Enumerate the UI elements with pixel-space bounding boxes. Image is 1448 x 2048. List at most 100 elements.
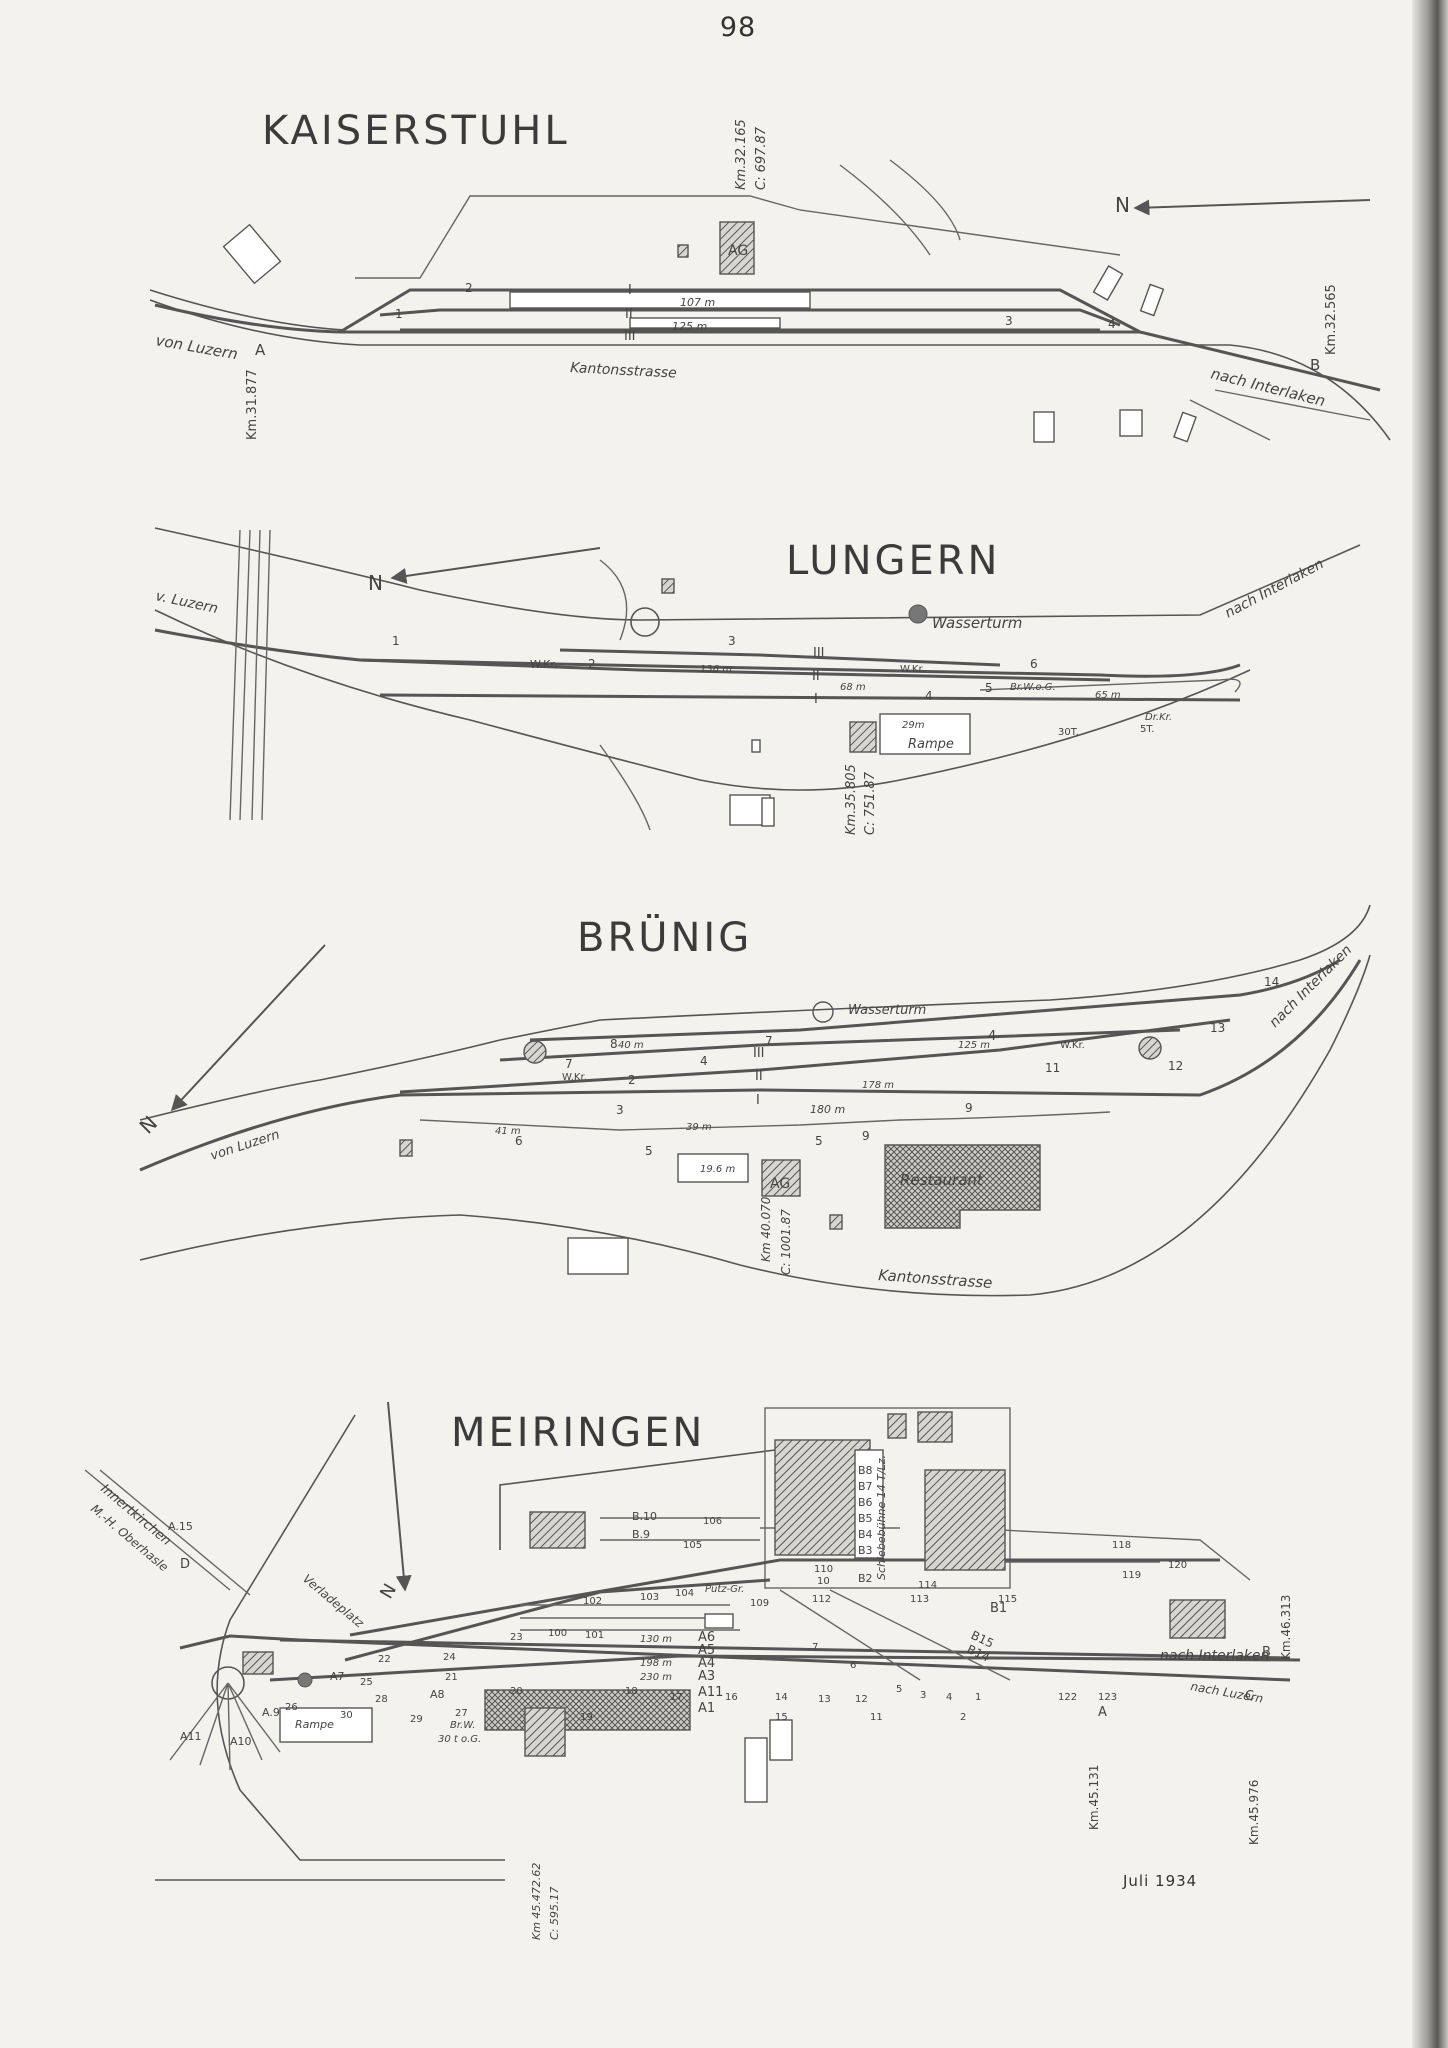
meiringen-switch-11: 11 [870,1712,883,1723]
brunig-switch-3: 3 [616,1103,624,1117]
meiringen-track-b5: B5 [858,1512,873,1525]
meiringen-switch-10: 10 [817,1576,830,1587]
kaiserstuhl-switch-3: 3 [1005,314,1013,328]
station-title-lungern: LUNGERN [786,538,1001,584]
meiringen-switch-7: 7 [812,1642,818,1653]
meiringen-switch-106: 106 [703,1516,722,1527]
brunig-track-4-label: 4 [988,1029,996,1044]
meiringen-track-b-main [349,1558,1220,1637]
meiringen-putz-box [704,1613,734,1629]
meiringen-switch-113: 113 [910,1594,929,1605]
brunig-track-1 [139,959,1362,1172]
kaiserstuhl-len-3: 125 m [672,320,707,333]
station-title-meiringen: MEIRINGEN [451,1410,706,1456]
brunig-track-2 [399,1018,1231,1094]
meiringen-track-a11-ring: A11 [180,1730,202,1743]
lungern-track-3 [559,648,1001,667]
lungern-switch-2: 2 [588,657,596,671]
meiringen-switch-20: 20 [510,1686,523,1697]
meiringen-track-a4: A4 [698,1656,715,1671]
lungern-wkr-1: W.Kr. [530,658,557,671]
meiringen-track-b1: B1 [990,1601,1007,1616]
brunig-wkr-1: W.Kr. [562,1072,587,1083]
kaiserstuhl-track-1-label: I [628,283,632,298]
meiringen-north-label: N [376,1580,401,1602]
brunig-shed [829,1214,843,1230]
kaiserstuhl-house-4 [1033,411,1055,443]
kaiserstuhl-road-curve [839,159,961,256]
meiringen-track-a11: A11 [698,1685,723,1700]
kaiserstuhl-platform-2 [629,317,781,329]
lungern-len-3: 136 m [700,664,732,675]
brunig-switch-11: 11 [1045,1061,1060,1075]
meiringen-track-a6: A6 [698,1630,715,1645]
meiringen-switch-115: 115 [998,1594,1017,1605]
kaiserstuhl-switch-2: 2 [465,281,473,295]
meiringen-turntable-label: Schiebebühne 14 T/Lz. [875,1455,888,1580]
brunig-wkr-2: W.Kr. [1060,1040,1085,1051]
brunig-houses [567,1237,629,1275]
lungern-turntable [630,607,660,637]
lungern-ramp-building [879,713,971,755]
kaiserstuhl-house-2 [1092,265,1124,301]
lungern-len-end: 65 m [1095,690,1121,701]
brunig-switch-7b: 7 [765,1034,773,1048]
meiringen-track-a3: A3 [698,1669,715,1684]
lungern-track-1 [154,628,1241,678]
lungern-km-station: Km.35.805 [844,764,859,835]
meiringen-ramp-building [279,1707,373,1743]
kaiserstuhl-c-value: C: 697.87 [754,126,769,190]
lungern-cap-5t: 5T. [1140,724,1154,735]
meiringen-tracks-b14-b15 [779,1589,1011,1681]
meiringen-switch-25: 25 [360,1677,373,1688]
lungern-water-tower-icon [908,604,928,624]
lungern-track-3-label: III [813,646,825,661]
kaiserstuhl-main-line [154,303,1381,392]
brunig-from-label: von Luzern [209,1127,282,1163]
brunig-len-2: 178 m [862,1080,894,1091]
meiringen-road-left [155,1414,505,1881]
lungern-to-label: nach Interlaken [1222,556,1326,621]
meiringen-rampe-label: Rampe [295,1718,334,1731]
meiringen-km-station: Km 45.472.62 [530,1863,543,1940]
lungern-bridge-lines [229,529,271,821]
kaiserstuhl-km-end: Km.32.565 [1324,284,1339,355]
lungern-water-tower-label: Wasserturm [932,614,1022,632]
kaiserstuhl-building-label: AG [728,243,748,259]
brunig-small-building [399,1139,413,1157]
brunig-switch-4: 4 [700,1054,708,1068]
meiringen-track-b3: B3 [858,1544,873,1557]
meiringen-switch-6: 6 [850,1660,856,1671]
meiringen-switch-102: 102 [583,1596,602,1607]
kaiserstuhl-track-1 [339,288,1141,334]
brunig-turntable-1 [523,1040,547,1064]
meiringen-workshop [924,1469,1006,1571]
meiringen-switch-103: 103 [640,1592,659,1603]
meiringen-len-198: 198 m [640,1658,672,1669]
meiringen-track-a6 [344,1578,771,1662]
brunig-len-ramp: 19.6 m [700,1164,735,1175]
brunig-switch-14: 14 [1264,975,1279,989]
meiringen-km-left: Km.45.131 [1087,1765,1101,1830]
meiringen-track-lower [269,1654,1301,1682]
meiringen-track-b2: B2 [858,1572,873,1585]
brunig-len-4: 125 m [958,1040,990,1051]
meiringen-track-a15: A.15 [168,1520,193,1533]
meiringen-brw2-label: 30 t o.G. [438,1734,481,1745]
meiringen-track-a8: A8 [430,1688,445,1701]
brunig-len-6: 41 m [495,1126,521,1137]
meiringen-track-a5: A5 [698,1643,715,1658]
meiringen-boundary [499,1449,776,1550]
kaiserstuhl-from-label: von Luzern [154,331,239,363]
kaiserstuhl-house-6 [1173,411,1197,443]
kaiserstuhl-road-lower [149,299,1391,441]
meiringen-track-a1 [179,1634,1291,1682]
meiringen-switch-29: 29 [410,1714,423,1725]
meiringen-switch-17: 17 [670,1692,683,1703]
meiringen-signal-a: A [1098,1705,1107,1720]
meiringen-switch-19: 19 [580,1712,593,1723]
kaiserstuhl-station-area [355,195,1121,279]
meiringen-building-right [1169,1599,1226,1639]
meiringen-switch-15: 15 [775,1712,788,1723]
meiringen-switch-110: 110 [814,1564,833,1575]
